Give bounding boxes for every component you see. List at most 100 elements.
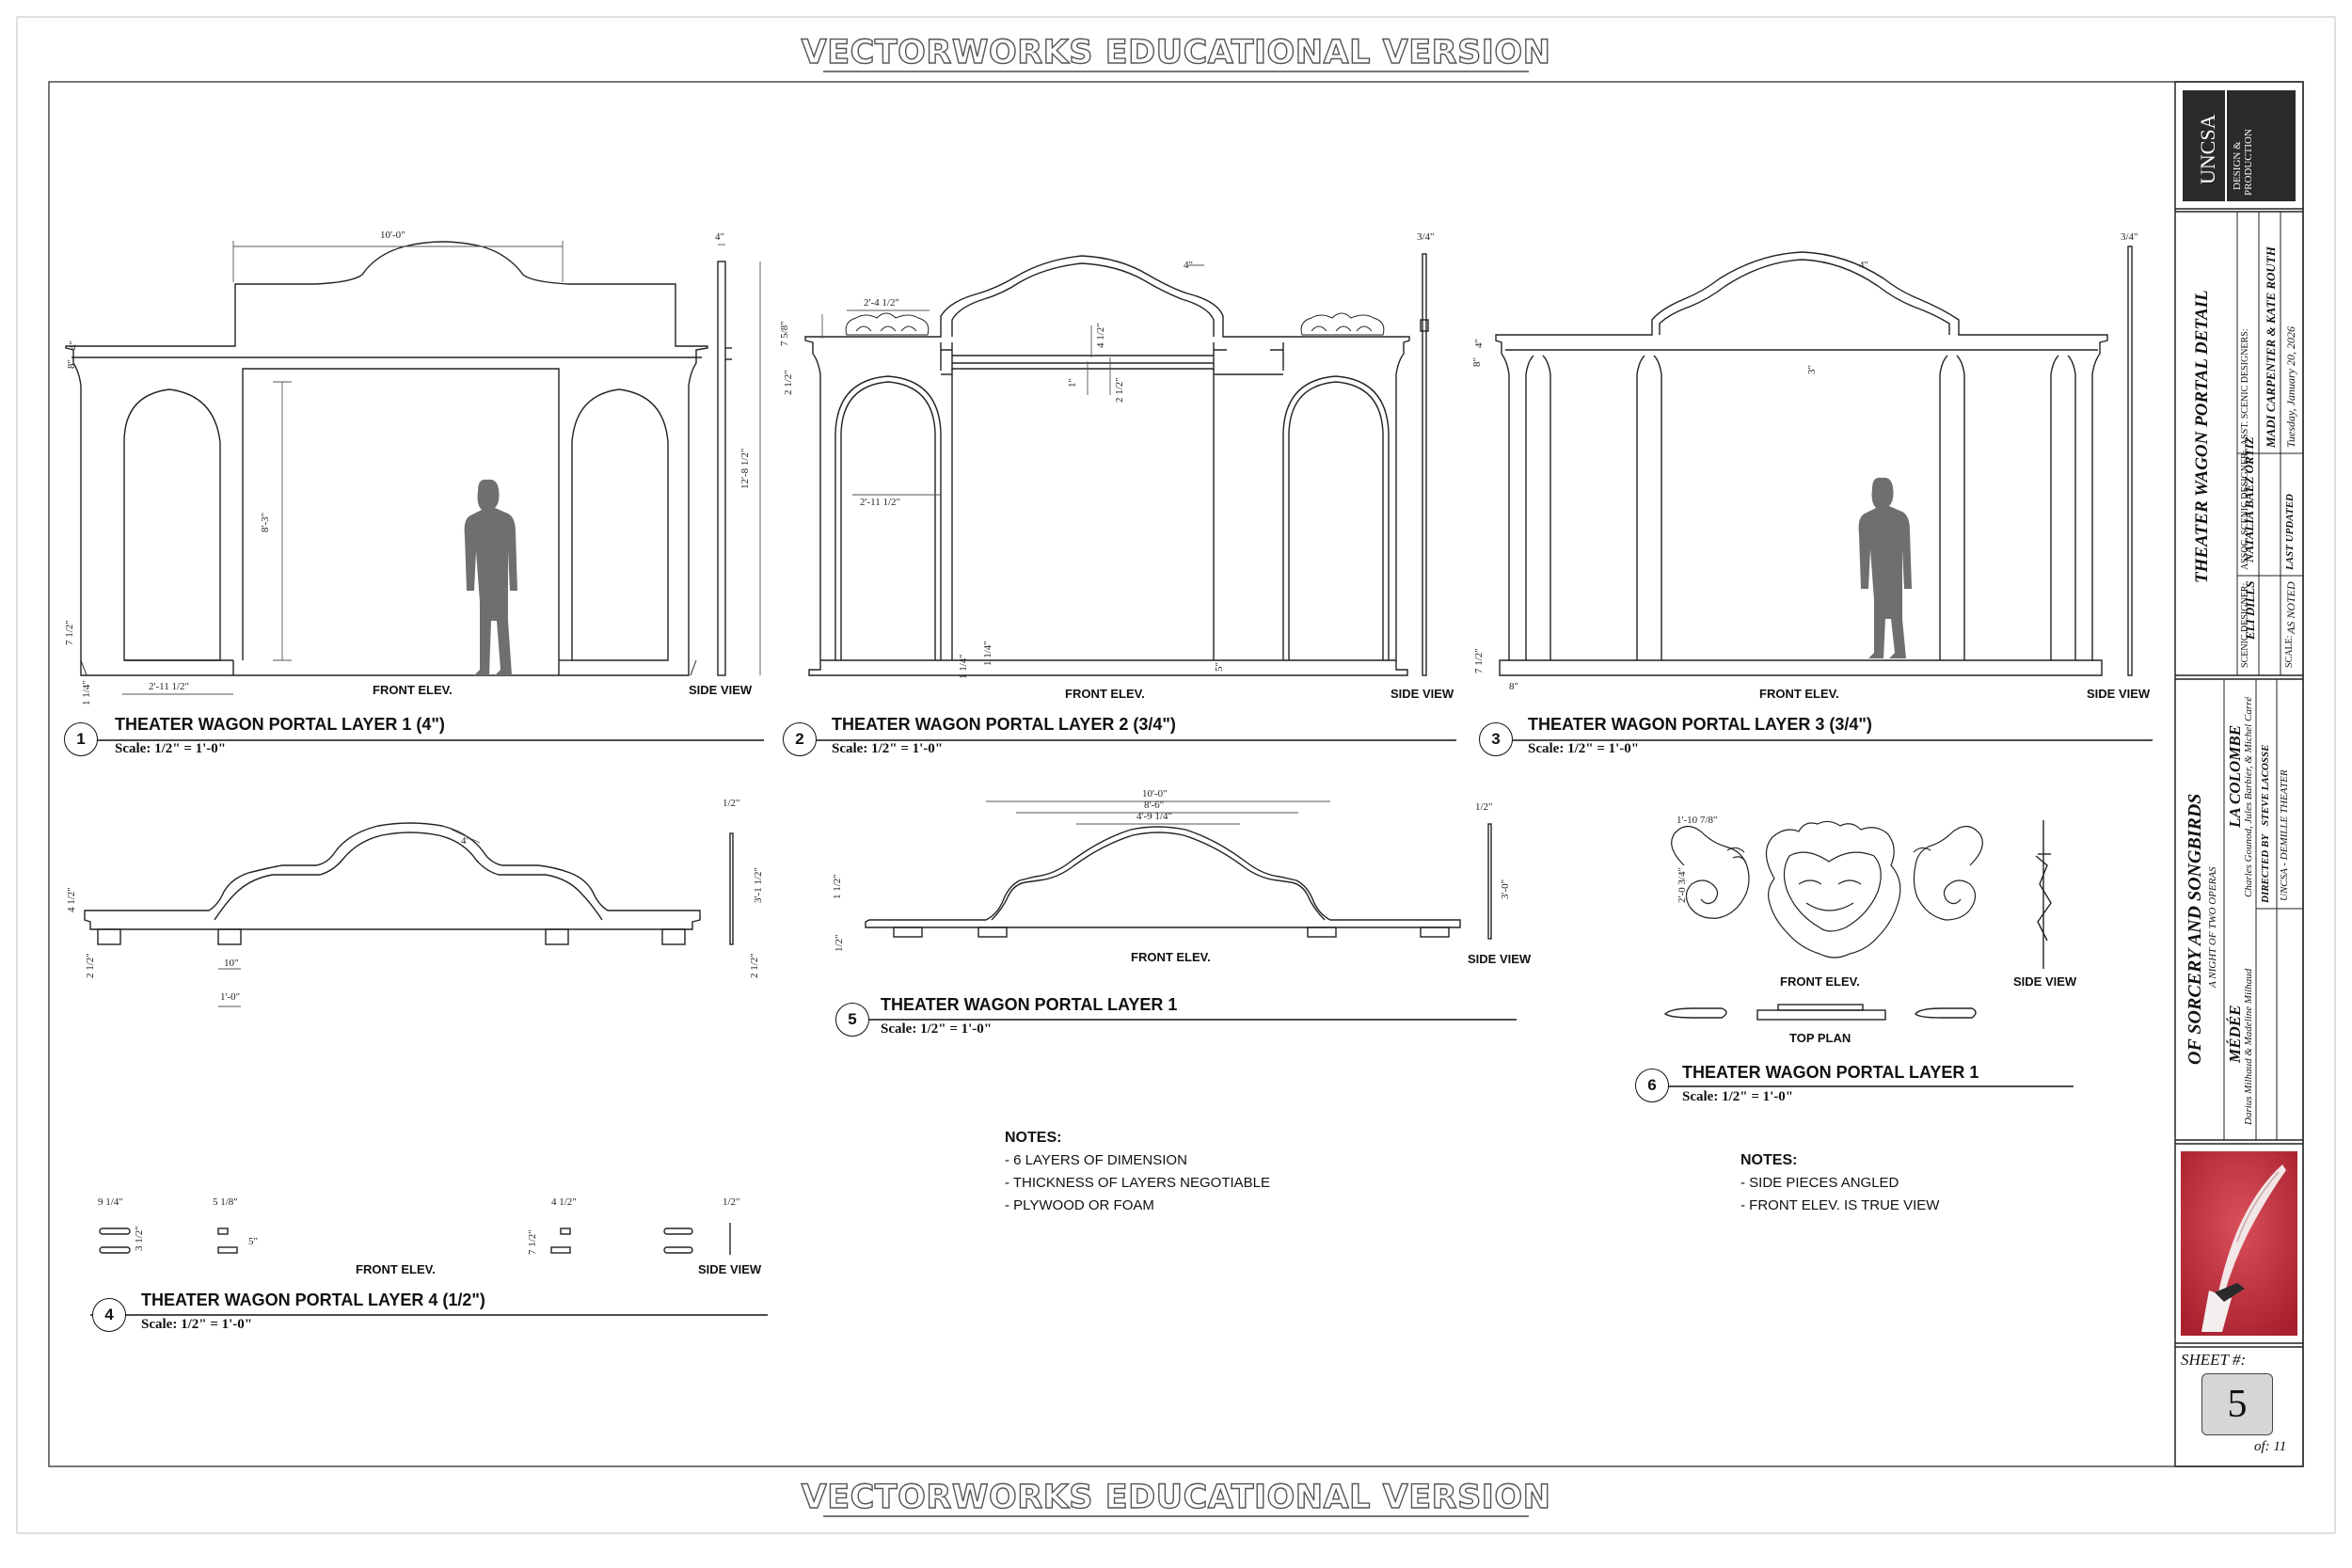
- sheet-title: THEATER WAGON PORTAL DETAIL: [2192, 290, 2212, 583]
- dim-d2-opening: 2'-11 1/2": [860, 497, 901, 508]
- drawing-4-scale: Scale: 1/2" = 1'-0": [141, 1317, 253, 1332]
- dim-d5-width: 10'-0": [1142, 788, 1168, 800]
- sheet-number: 5: [2201, 1373, 2273, 1435]
- drawing-5-side-view: [1487, 823, 1492, 940]
- scenic-designer: ELI DILLS: [2243, 580, 2257, 640]
- dim-d5-4914: 4'-9 1/4": [1136, 811, 1172, 822]
- drawing-4-title: THEATER WAGON PORTAL LAYER 4 (1/2"): [141, 1291, 485, 1309]
- show-poster-image: [2181, 1151, 2297, 1336]
- dim-d1-top: 4": [715, 231, 724, 243]
- drawing-6-front-elevation: [1671, 820, 1983, 958]
- logo-main: UNCSA: [2196, 114, 2219, 184]
- dim-d1-opening: 2'-11 1/2": [149, 681, 190, 692]
- drawing-5-scale: Scale: 1/2" = 1'-0": [881, 1022, 993, 1037]
- dim-d7-5: 5": [248, 1236, 258, 1247]
- dim-d5-30: 3'-0": [1500, 879, 1511, 899]
- d2-side-view-label: SIDE VIEW: [1391, 687, 1454, 701]
- dim-d7-312: 3 1/2": [134, 1226, 145, 1251]
- dim-d2-212: 2 1/2": [1114, 377, 1125, 403]
- uncsa-logo: UNCSA DESIGN & PRODUCTION: [2183, 90, 2296, 201]
- drawing-5-front-elevation: [865, 826, 1461, 938]
- title-block-frame: [2174, 81, 2304, 1467]
- human-figure-3: [1858, 477, 1912, 658]
- dim-d2-412: 4 1/2": [1095, 323, 1106, 348]
- director-label: DIRECTED BY: [2260, 833, 2271, 903]
- drawing-6-title: THEATER WAGON PORTAL LAYER 1: [1682, 1063, 1979, 1082]
- dim-d5-112: 1 1/2": [832, 874, 843, 899]
- notes-left: NOTES: - 6 LAYERS OF DIMENSION - THICKNE…: [1005, 1127, 1270, 1217]
- dim-d3-8b: 8": [1509, 681, 1518, 692]
- drawing-1-title: THEATER WAGON PORTAL LAYER 1 (4"): [115, 715, 445, 734]
- dim-d7-518: 5 1/8": [213, 1196, 238, 1208]
- dim-d5-86: 8'-6": [1144, 800, 1165, 811]
- drawing-1-front-elevation: [65, 241, 708, 676]
- logo-sub2: PRODUCTION: [2243, 129, 2254, 196]
- notes-right-item: - SIDE PIECES ANGLED: [1740, 1175, 1899, 1191]
- director: STEVE LACOSSE: [2260, 744, 2271, 826]
- show-subtitle: A NIGHT OF TWO OPERAS: [2207, 866, 2218, 988]
- notes-right-heading: NOTES:: [1740, 1152, 1798, 1168]
- dim-d3-top: 4": [1859, 260, 1868, 271]
- opera-1-credit: Darius Milhaud & Madeline Milhaud: [2243, 968, 2254, 1125]
- asst-label: ASST. SCENIC DESIGNERS:: [2240, 328, 2250, 446]
- human-figure-1: [464, 479, 517, 675]
- dim-d7-12: 1/2": [723, 1196, 740, 1208]
- d6-top-plan-label: TOP PLAN: [1789, 1031, 1851, 1045]
- dim-d4-4: 4": [461, 835, 470, 847]
- dim-d1-8: 8": [66, 359, 77, 369]
- dim-d1-side: 12'-8 1/2": [739, 448, 751, 489]
- dim-d1-height: 8'-3": [260, 512, 271, 532]
- drawing-5-number: 5: [835, 1003, 869, 1037]
- watermark-bottom-underline: [823, 1515, 1529, 1517]
- venue: UNCSA - DEMILLE THEATER: [2279, 769, 2290, 901]
- drawing-1-number: 1: [64, 722, 98, 756]
- dim-d3-8: 8": [1471, 357, 1483, 367]
- drawing-3-number: 3: [1479, 722, 1513, 756]
- opera-2-credit: Charles Gounod, Jules Barbier, & Michel …: [2243, 696, 2254, 897]
- drawing-1-side-view: [717, 261, 732, 676]
- drawing-2-number: 2: [783, 722, 817, 756]
- logo-sub1: DESIGN &: [2232, 141, 2243, 190]
- dim-d3-3: 3": [1806, 365, 1818, 374]
- opera-2-title: LA COLOMBE: [2226, 724, 2244, 828]
- dim-d1-712: 7 1/2": [64, 620, 75, 645]
- sheet-outer-border: [16, 16, 2336, 1534]
- notes-left-item: - 6 LAYERS OF DIMENSION: [1005, 1152, 1187, 1168]
- dim-d2-side: 3/4": [1417, 231, 1435, 243]
- notes-left-heading: NOTES:: [1005, 1130, 1062, 1146]
- watermark-top-underline: [823, 71, 1529, 72]
- dim-d4-side: 1/2": [723, 798, 740, 809]
- watermark-bottom: VECTORWORKS EDUCATIONAL VERSION: [801, 1478, 1551, 1516]
- dim-d3-4: 4": [1473, 339, 1485, 348]
- sheet-label: SHEET #:: [2181, 1351, 2247, 1369]
- dim-d7-712: 7 1/2": [527, 1229, 538, 1255]
- dim-d3-712: 7 1/2": [1473, 648, 1485, 673]
- dim-d4-212: 2 1/2": [85, 953, 96, 978]
- updated-date: Tuesday, January 20, 2026: [2284, 326, 2297, 448]
- dim-d5-12: 1/2": [834, 934, 845, 952]
- d4-side-view-label: SIDE VIEW: [698, 1262, 762, 1276]
- d1-side-view-label: SIDE VIEW: [689, 683, 753, 697]
- d3-side-view-label: SIDE VIEW: [2087, 687, 2151, 701]
- d1-front-elev-label: FRONT ELEV.: [373, 683, 453, 697]
- dim-d4-212b: 2 1/2": [749, 953, 760, 978]
- d2-front-elev-label: FRONT ELEV.: [1065, 687, 1145, 701]
- drawing-6-side-view: [2035, 820, 2052, 969]
- drawing-4-side-view: [729, 832, 734, 945]
- watermark-top: VECTORWORKS EDUCATIONAL VERSION: [801, 33, 1551, 71]
- drawing-3-side-view: [2127, 245, 2133, 676]
- dim-d6-234: 2'-0 3/4": [1677, 867, 1688, 903]
- dim-d6-1078: 1'-10 7/8": [1677, 815, 1718, 826]
- asst-designers: MADI CARPENTER & KATE ROUTH: [2264, 246, 2278, 448]
- drawing-6-top-plan: [1663, 1004, 1977, 1021]
- dim-d2-1: 1": [1067, 378, 1078, 388]
- drawing-6-scale: Scale: 1/2" = 1'-0": [1682, 1089, 1794, 1104]
- dim-d4-412: 4 1/2": [66, 887, 77, 912]
- dim-d5-side: 1/2": [1475, 801, 1493, 813]
- dim-d2-2412: 2'-4 1/2": [864, 297, 899, 309]
- dim-d2-212b: 2 1/2": [783, 370, 794, 395]
- drawing-2-title: THEATER WAGON PORTAL LAYER 2 (3/4"): [832, 715, 1176, 734]
- dim-d3-side: 3/4": [2121, 231, 2138, 243]
